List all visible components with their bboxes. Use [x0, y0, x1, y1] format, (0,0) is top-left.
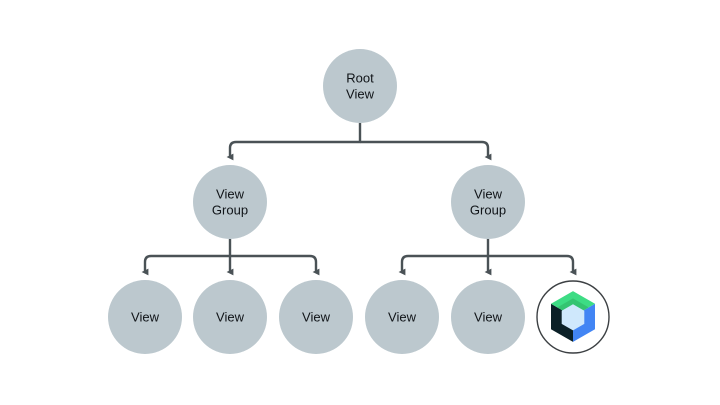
node-root-view-label-2: View: [346, 86, 375, 101]
node-view-leaf-2-circle: [193, 280, 267, 354]
node-view-leaf-3[interactable]: View: [279, 280, 353, 354]
node-root-view-circle: [323, 49, 397, 123]
edge-group-left-to-leaf-3: [230, 254, 320, 276]
node-view-leaf-4[interactable]: View: [365, 280, 439, 354]
edge-group-root: [226, 123, 492, 161]
edge-root-to-group-left: [226, 123, 362, 161]
edge-group-right-to-leaf-compose: [488, 254, 577, 276]
node-view-leaf-1-label: View: [131, 309, 160, 324]
node-view-group-left-circle: [193, 165, 267, 239]
jetpack-compose-logo: [551, 291, 595, 342]
edge-group-right-children: [398, 239, 577, 276]
node-view-group-right-circle: [451, 165, 525, 239]
node-root-view[interactable]: Root View: [323, 49, 397, 123]
node-view-leaf-5-label: View: [474, 309, 503, 324]
node-view-leaf-1[interactable]: View: [108, 280, 182, 354]
node-view-leaf-5-circle: [451, 280, 525, 354]
node-compose-leaf[interactable]: [536, 280, 610, 354]
node-view-leaf-4-label: View: [388, 309, 417, 324]
node-view-leaf-3-label: View: [302, 309, 331, 324]
edge-group-right-to-leaf-4: [398, 239, 490, 276]
node-view-leaf-5[interactable]: View: [451, 280, 525, 354]
node-view-group-left-label-2: Group: [212, 202, 248, 217]
node-view-group-right-label-2: Group: [470, 202, 506, 217]
edge-group-left-to-leaf-1: [141, 239, 232, 276]
node-view-group-left-label: View: [216, 186, 245, 201]
node-view-leaf-3-circle: [279, 280, 353, 354]
node-view-leaf-1-circle: [108, 280, 182, 354]
node-view-leaf-2-label: View: [216, 309, 245, 324]
node-root-view-label: Root: [346, 70, 374, 85]
node-view-leaf-2[interactable]: View: [193, 280, 267, 354]
node-view-group-left[interactable]: View Group: [193, 165, 267, 239]
node-view-group-right[interactable]: View Group: [451, 165, 525, 239]
edge-group-left-children: [141, 239, 320, 276]
node-view-leaf-4-circle: [365, 280, 439, 354]
edge-root-to-group-right: [360, 140, 492, 161]
compose-logo-center-hex: [561, 304, 585, 331]
node-view-group-right-label: View: [474, 186, 503, 201]
